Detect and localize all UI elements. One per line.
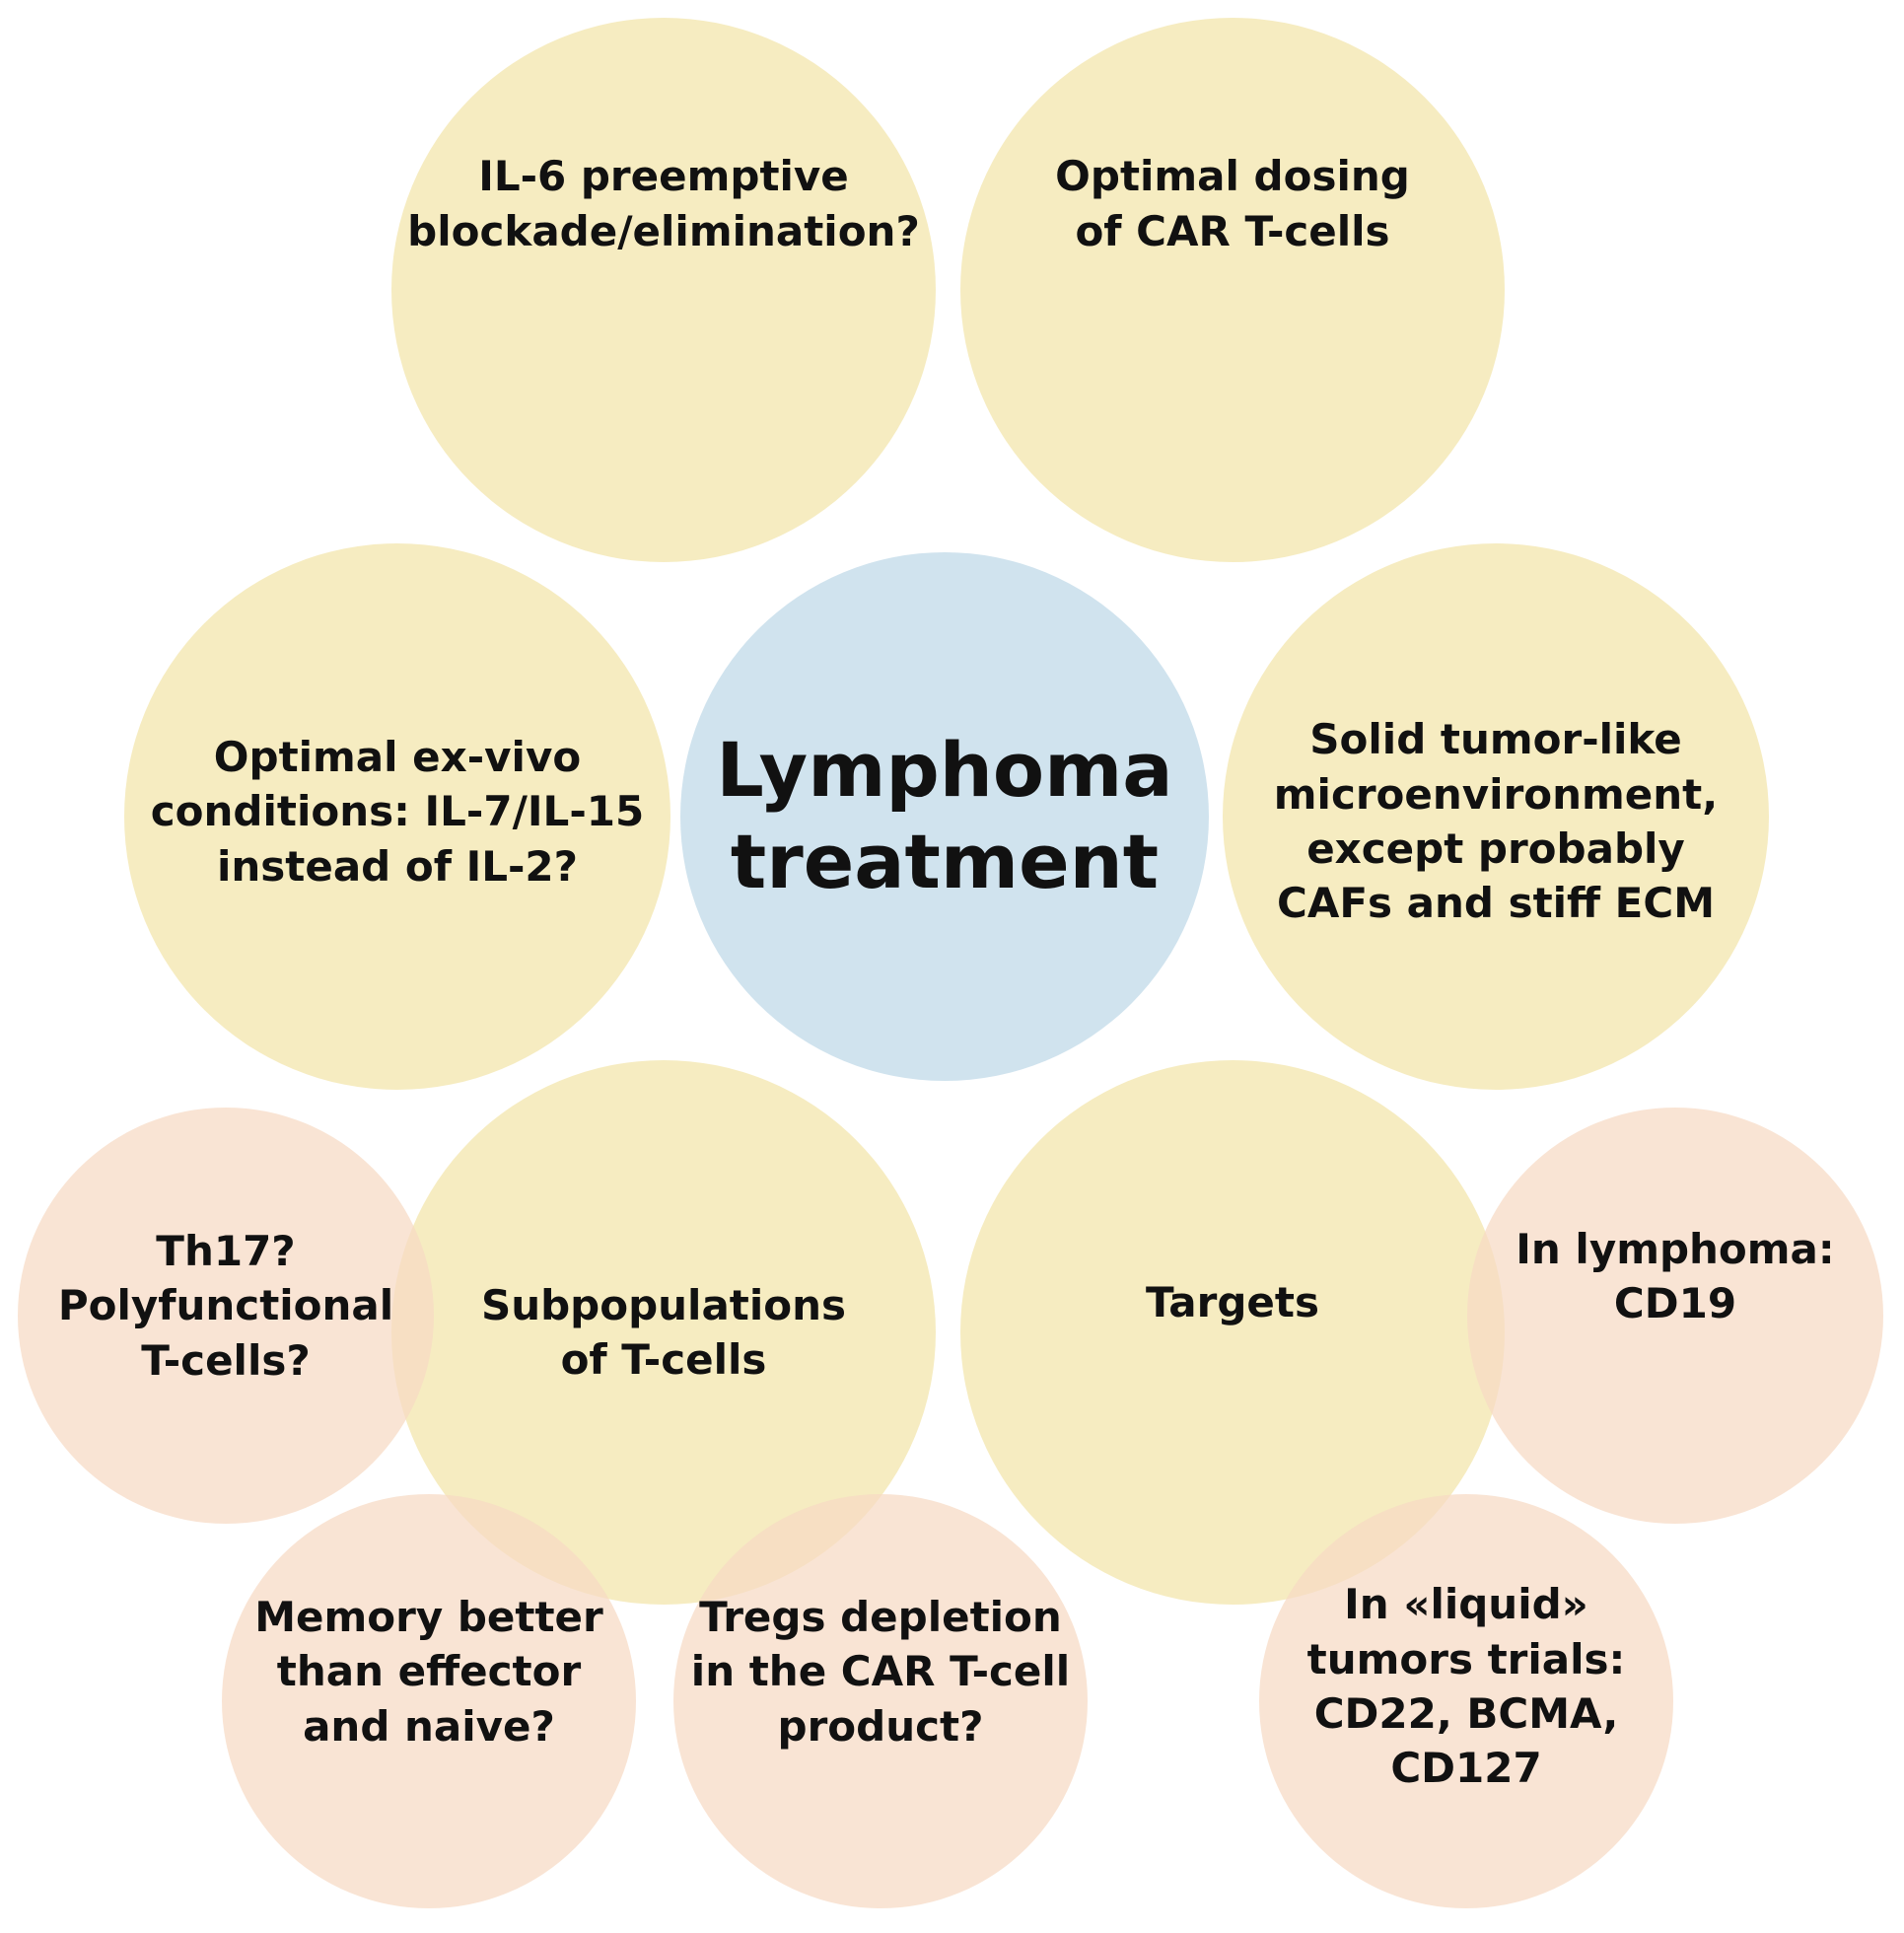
- node-exvivo-conditions: Optimal ex-vivo conditions: IL-7/IL-15 i…: [124, 543, 670, 1090]
- node-memory-vs-effector-label: Memory better than effector and naive?: [254, 1592, 603, 1751]
- center-label: Lymphoma treatment: [716, 726, 1173, 905]
- node-lymphoma-cd19: In lymphoma: CD19: [1467, 1108, 1883, 1524]
- node-subpopulations-label: Subpopulations of T-cells: [480, 1280, 847, 1384]
- node-center-lymphoma-treatment: Lymphoma treatment: [680, 552, 1209, 1081]
- node-optimal-dosing-label: Optimal dosing of CAR T-cells: [1055, 152, 1410, 255]
- node-microenvironment-label: Solid tumor-like microenvironment, excep…: [1273, 715, 1719, 928]
- node-tregs-depletion: Tregs depletion in the CAR T-cell produc…: [673, 1494, 1088, 1908]
- node-th17-polyfunctional: Th17? Polyfunctional T-cells?: [18, 1108, 434, 1524]
- node-il6-blockade-label: IL-6 preemptive blockade/elimination?: [407, 152, 920, 255]
- node-exvivo-conditions-label: Optimal ex-vivo conditions: IL-7/IL-15 i…: [150, 732, 645, 891]
- node-il6-blockade: IL-6 preemptive blockade/elimination?: [391, 18, 936, 562]
- node-th17-polyfunctional-label: Th17? Polyfunctional T-cells?: [57, 1226, 394, 1385]
- node-liquid-tumor-targets-label: In «liquid» tumors trials: CD22, BCMA, C…: [1306, 1580, 1626, 1793]
- node-microenvironment: Solid tumor-like microenvironment, excep…: [1223, 543, 1769, 1090]
- node-memory-vs-effector: Memory better than effector and naive?: [222, 1494, 636, 1908]
- node-lymphoma-cd19-label: In lymphoma: CD19: [1516, 1224, 1835, 1327]
- node-optimal-dosing: Optimal dosing of CAR T-cells: [960, 18, 1505, 562]
- node-liquid-tumor-targets: In «liquid» tumors trials: CD22, BCMA, C…: [1259, 1494, 1673, 1908]
- node-targets-label: Targets: [1146, 1278, 1319, 1327]
- node-tregs-depletion-label: Tregs depletion in the CAR T-cell produc…: [690, 1592, 1071, 1751]
